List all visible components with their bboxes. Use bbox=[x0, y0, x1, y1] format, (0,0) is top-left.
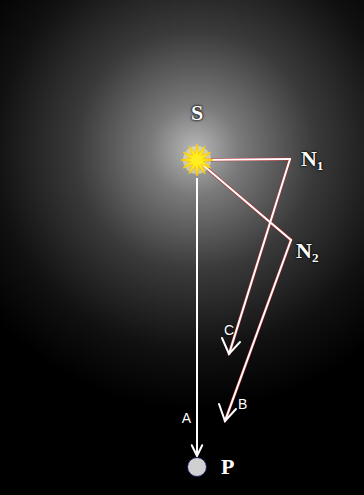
ray-label: B bbox=[238, 396, 247, 412]
ray-line bbox=[196, 178, 198, 456]
point-circle: P bbox=[187, 457, 207, 477]
point-label: N₁ bbox=[301, 146, 323, 172]
arrow-head bbox=[192, 445, 202, 456]
point-label: S bbox=[191, 100, 203, 126]
point-label: P bbox=[221, 454, 234, 480]
star-shape bbox=[181, 144, 213, 176]
ray-shadow bbox=[197, 159, 291, 421]
ray-label: C bbox=[224, 322, 234, 338]
node-shape bbox=[187, 457, 207, 477]
source-star: S bbox=[179, 142, 215, 178]
rays bbox=[197, 159, 291, 421]
ray-label: A bbox=[182, 410, 191, 426]
node-shape bbox=[179, 142, 215, 178]
ray-arrow bbox=[192, 178, 202, 456]
point-label: N₂ bbox=[296, 238, 318, 264]
point-dot bbox=[188, 458, 207, 477]
